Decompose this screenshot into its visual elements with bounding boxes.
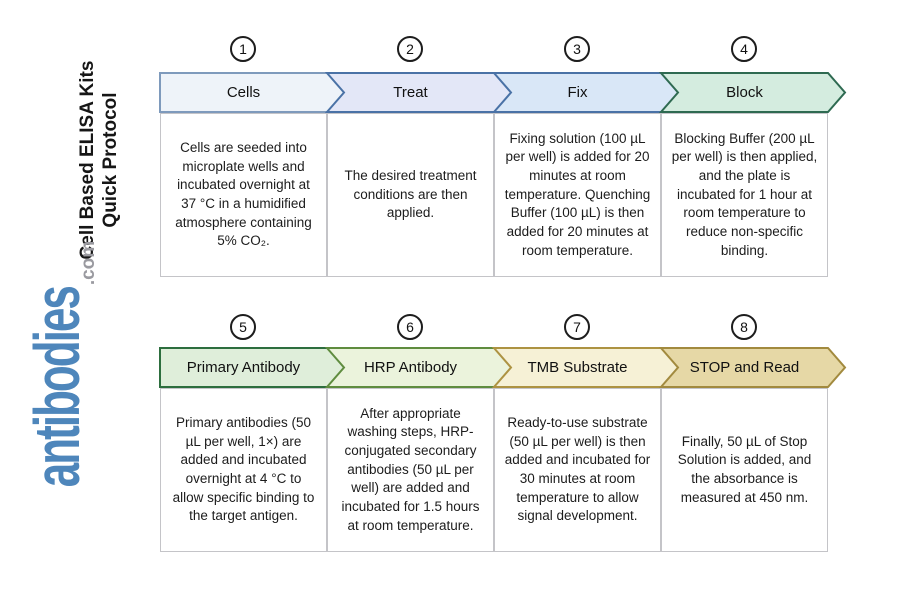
- step-description-2: The desired treatment conditions are the…: [344, 168, 477, 221]
- step-description-8: Finally, 50 µL of Stop Solution is added…: [677, 433, 812, 505]
- brand-logo-text: antibodies: [22, 287, 94, 488]
- step-label-tmb-substrate: TMB Substrate: [527, 359, 628, 376]
- step-description-box-3: Fixing solution (100 µL per well) is add…: [494, 113, 661, 277]
- step-arrow-band-row1: [159, 72, 847, 113]
- step-description-3: Fixing solution (100 µL per well) is add…: [504, 130, 651, 258]
- step-label-cells: Cells: [226, 84, 261, 101]
- step-number-badge-1: 1: [230, 36, 256, 62]
- step-arrow-stop-and-read: [658, 347, 847, 388]
- step-description-5: Primary antibodies (50 µL per well, 1×) …: [172, 415, 315, 524]
- step-arrow-band-row2: [159, 347, 847, 388]
- step-description-box-2: The desired treatment conditions are the…: [327, 113, 494, 277]
- step-label-primary-antibody: Primary Antibody: [186, 359, 301, 376]
- step-label-fix: Fix: [567, 84, 588, 101]
- step-number-badge-4: 4: [731, 36, 757, 62]
- brand-logo-suffix: .com: [78, 240, 99, 286]
- step-arrow-block: [658, 72, 847, 113]
- step-number-badge-2: 2: [397, 36, 423, 62]
- step-label-stop-and-read: STOP and Read: [689, 359, 800, 376]
- step-description-box-6: After appropriate washing steps, HRP-con…: [327, 388, 494, 552]
- step-label-block: Block: [726, 84, 763, 101]
- step-description-1: Cells are seeded into microplate wells a…: [175, 140, 312, 249]
- step-description-box-8: Finally, 50 µL of Stop Solution is added…: [661, 388, 828, 552]
- step-description-7: Ready-to-use substrate (50 µL per well) …: [504, 415, 651, 524]
- step-number-badge-7: 7: [564, 314, 590, 340]
- step-description-6: After appropriate washing steps, HRP-con…: [341, 405, 480, 533]
- step-label-hrp-antibody: HRP Antibody: [363, 359, 458, 376]
- step-description-box-7: Ready-to-use substrate (50 µL per well) …: [494, 388, 661, 552]
- step-number-badge-3: 3: [564, 36, 590, 62]
- step-description-4: Blocking Buffer (200 µL per well) is the…: [671, 130, 818, 258]
- brand-logo: antibodies .com: [23, 214, 135, 514]
- step-label-treat: Treat: [393, 84, 428, 101]
- step-number-badge-5: 5: [230, 314, 256, 340]
- step-description-box-5: Primary antibodies (50 µL per well, 1×) …: [160, 388, 327, 552]
- step-description-box-4: Blocking Buffer (200 µL per well) is the…: [661, 113, 828, 277]
- step-number-badge-6: 6: [397, 314, 423, 340]
- step-description-box-1: Cells are seeded into microplate wells a…: [160, 113, 327, 277]
- step-number-badge-8: 8: [731, 314, 757, 340]
